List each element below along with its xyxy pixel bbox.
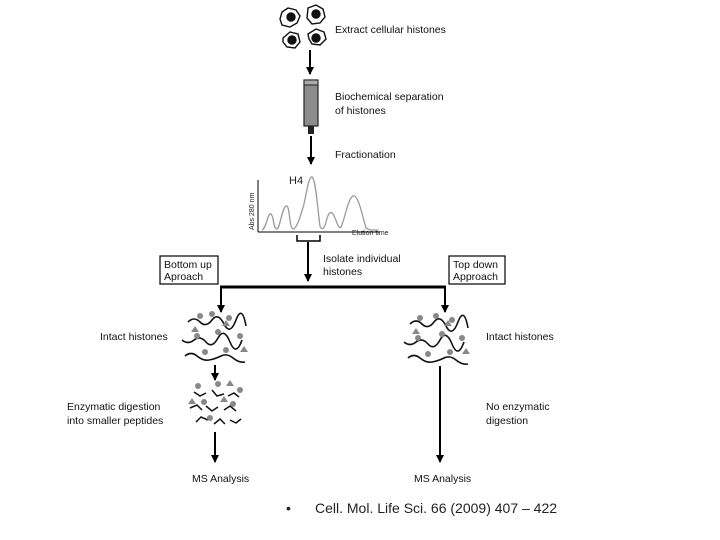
chromatogram-y-label: Abs 280 nm [249,192,256,230]
cells-icon [279,4,327,49]
no-digestion-label-line2: digestion [486,415,528,427]
chromatography-column-icon [303,79,319,134]
h4-peak-label: H4 [289,175,303,187]
intact-histones-icon-left [181,311,248,363]
bottom-up-label-line1: Bottom up [164,259,212,271]
peptide-fragments-icon [188,380,243,425]
digestion-label-line2: into smaller peptides [67,415,163,427]
isolate-label-line1: Isolate individual [323,253,401,265]
top-down-intact-label: Intact histones [486,331,554,343]
bottom-up-ms-label: MS Analysis [192,473,249,485]
separation-label-line1: Biochemical separation [335,91,444,103]
isolate-label-line2: histones [323,266,362,278]
bottom-up-intact-label: Intact histones [100,331,168,343]
intact-histones-icon-right [403,313,470,365]
top-down-label-line1: Top down [453,259,498,271]
digestion-label-line1: Enzymatic digestion [67,401,161,413]
no-digestion-label-line1: No enzymatic [486,401,550,413]
chromatogram-x-label: Elution time [352,230,389,237]
top-down-box [448,255,506,285]
separation-label-line2: of histones [335,105,386,117]
citation-text: Cell. Mol. Life Sci. 66 (2009) 407 – 422 [315,500,557,516]
bottom-up-box [159,255,219,285]
extract-label: Extract cellular histones [335,24,446,36]
isolate-bracket [296,235,321,242]
top-down-label-line2: Approach [453,271,498,283]
citation-bullet: • [286,500,291,516]
top-down-ms-label: MS Analysis [414,473,471,485]
bottom-up-label-line2: Aproach [164,271,203,283]
fractionation-label: Fractionation [335,149,396,161]
elution-curve [261,176,378,231]
chromatogram: Abs 280 nm Elution time H4 [249,175,389,242]
